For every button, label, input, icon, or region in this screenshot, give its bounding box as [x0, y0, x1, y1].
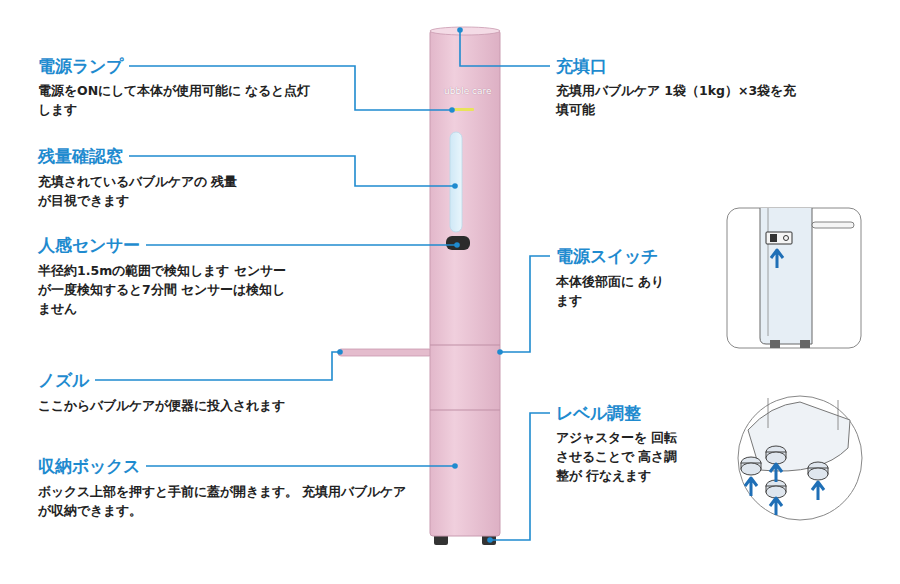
part-description: 電源をONにして本体が使用可能に なると点灯します: [38, 81, 313, 119]
part-heading: 電源スイッチ: [556, 245, 658, 267]
part-description: ボックス上部を押すと手前に蓋が開きます。 充填用バブルケアが収納できます。: [38, 482, 408, 520]
part-description: 充填されているバブルケアの 残量が目視できます: [38, 172, 238, 210]
part-heading: 残量確認窓: [38, 145, 123, 167]
nozzle: [338, 349, 432, 356]
device-body: [430, 30, 500, 536]
part-description: アジャスターを 回転させることで 高さ調整が 行なえます: [556, 428, 686, 485]
part-description: ここからバブルケアが便器に投入されます: [38, 396, 368, 415]
part-heading: ノズル: [38, 369, 89, 391]
level-adjust-inset: [738, 396, 862, 520]
part-description: 半径約1.5mの範囲で検知します センサーが一度検知すると7分間 センサーは検知…: [38, 261, 288, 318]
section-seam: [430, 409, 500, 410]
part-heading: 人感センサー: [38, 234, 140, 256]
level-window: [450, 132, 462, 232]
part-heading: 電源ランプ: [38, 55, 123, 77]
filling-port-top: [430, 27, 500, 35]
part-heading: レベル調整: [556, 402, 641, 424]
leader-dot: [487, 537, 493, 543]
section-seam: [430, 344, 500, 345]
leader-line: [146, 244, 457, 246]
power-switch-inset: [727, 208, 861, 348]
brand-text: ubble care: [444, 86, 492, 97]
part-heading: 充填口: [556, 55, 607, 77]
leader-line: [460, 30, 550, 66]
leader-dot: [454, 242, 460, 248]
leader-dot: [457, 27, 463, 33]
part-description: 本体後部面に あります: [556, 272, 666, 310]
motion-sensor: [446, 236, 470, 250]
leader-line: [490, 413, 550, 540]
leader-dot: [449, 107, 455, 113]
leader-line: [500, 256, 550, 352]
leader-dot: [452, 463, 458, 469]
leader-line: [146, 465, 455, 467]
part-heading: 収納ボックス: [38, 455, 140, 477]
leader-line: [95, 352, 340, 380]
leader-dot: [452, 183, 458, 189]
part-description: 充填用バブルケア 1袋（1kg）×3袋を充填可能: [556, 81, 806, 119]
leader-dot: [337, 349, 343, 355]
power-lamp: [454, 108, 474, 111]
leader-dot: [497, 349, 503, 355]
